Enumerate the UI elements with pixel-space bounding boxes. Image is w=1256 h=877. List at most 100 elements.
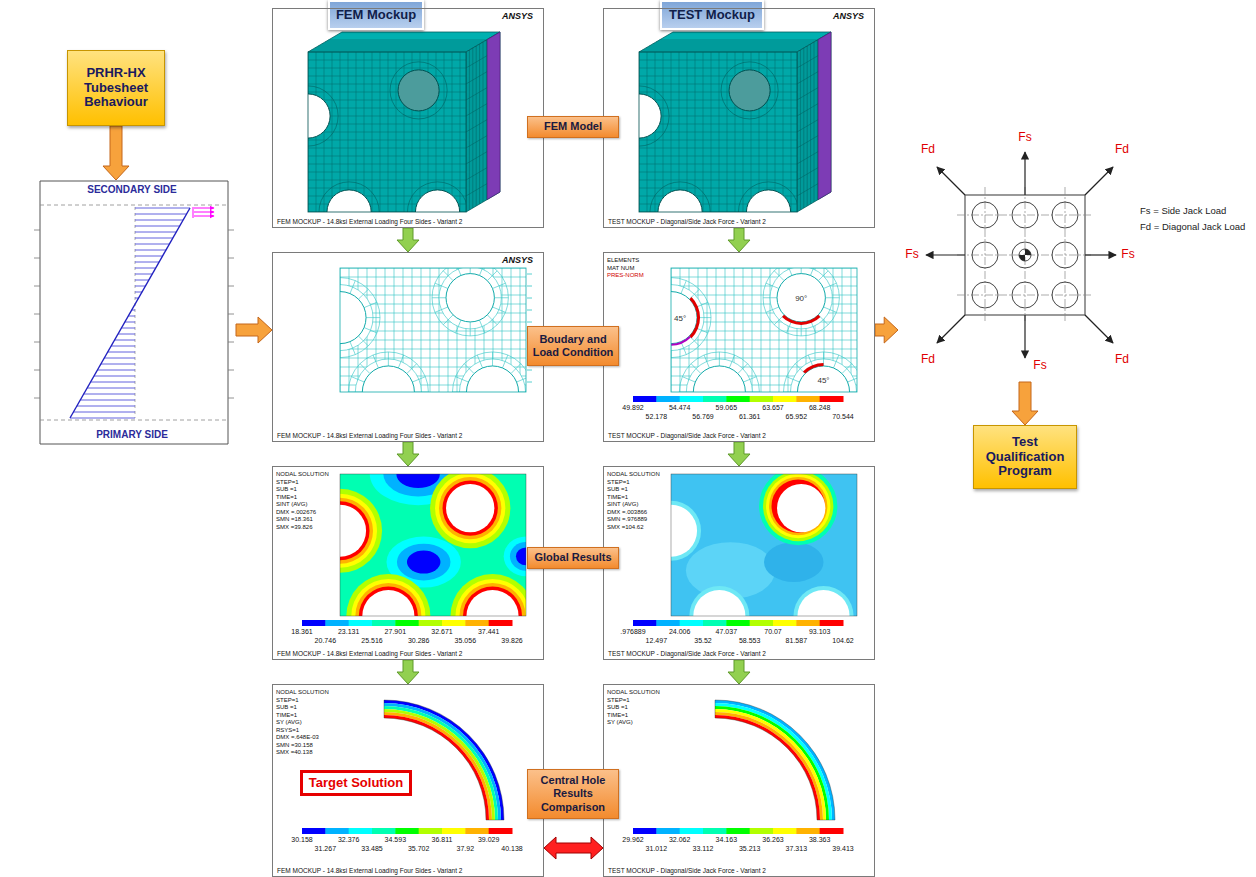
stress-profile-drawing: [118, 334, 135, 335]
stress-contour: [671, 501, 701, 561]
stress-profile-drawing: [228, 314, 234, 315]
fe-mesh: [527, 298, 532, 299]
mesh-block-3d: [308, 116, 466, 117]
stress-contour: [298, 443, 548, 658]
angle-label: 45°: [817, 376, 829, 385]
scale-value: 30.286: [408, 637, 429, 645]
force-label: Fd: [921, 143, 935, 156]
mesh-block-3d: [649, 46, 807, 47]
mesh-block-3d: [308, 132, 466, 133]
mesh-block-3d: [639, 180, 797, 181]
stress-contour: [759, 474, 837, 545]
scale-value: 39.413: [832, 845, 853, 853]
summary-box: PRHR-HX Tubesheet Behaviour: [67, 50, 165, 126]
flow-arrow: [397, 228, 419, 252]
plot-info: MAT NUM: [607, 265, 634, 272]
fe-mesh: [527, 310, 532, 311]
fe-mesh: [487, 271, 497, 281]
fe-mesh: [631, 260, 864, 432]
fe-mesh: [770, 268, 832, 329]
stress-profile-drawing: [97, 370, 135, 371]
mesh-block-3d: [797, 152, 818, 164]
scale-value: 20.746: [315, 637, 336, 645]
stress-profile-drawing: [91, 382, 135, 383]
plot-info: PRES-NORM: [607, 272, 644, 279]
fe-mesh: [494, 297, 508, 298]
fe-mesh: [671, 268, 857, 392]
mesh-block-3d: [407, 182, 466, 212]
color-scale: [773, 620, 797, 626]
fe-mesh: [456, 268, 461, 275]
color-scale: [656, 828, 680, 834]
plot-window: FEM MOCKUP - 14.8ksi External Loading Fo…: [272, 8, 544, 228]
mesh-block-3d: [639, 124, 797, 125]
stress-contour: [463, 586, 522, 616]
stress-contour: [351, 579, 425, 616]
mesh-block-3d: [308, 100, 466, 101]
hole-ring-plot: [384, 715, 489, 820]
stress-profile-drawing: [228, 181, 229, 444]
stress-contour: [355, 583, 421, 616]
flow-arrow: [728, 442, 750, 466]
fe-mesh: [492, 352, 493, 366]
fe-mesh: [358, 336, 368, 346]
stress-profile-drawing: [40, 181, 228, 182]
flow-arrow: [728, 660, 750, 684]
scale-value: 34.163: [716, 836, 737, 844]
fe-mesh: [729, 355, 734, 368]
mesh-block-3d: [818, 32, 831, 200]
angle-label: 90°: [795, 293, 807, 302]
mesh-block-3d: [639, 52, 797, 212]
stress-profile-drawing: [73, 412, 135, 413]
mesh-block-3d: [797, 104, 818, 116]
fe-mesh: [774, 271, 784, 281]
mesh-block-3d: [319, 182, 379, 212]
force-label: Fd: [921, 353, 935, 366]
plot-info: STEP=1: [276, 697, 299, 704]
stress-contour: [340, 494, 377, 568]
stress-contour: [443, 480, 498, 535]
scale-value: 32.671: [431, 628, 452, 636]
stress-contour: [435, 474, 505, 543]
plot-info: TIME=1: [276, 712, 297, 719]
plot-info: DMX =.648E-03: [276, 734, 319, 741]
fe-mesh: [502, 355, 507, 368]
scale-value: 52.178: [646, 413, 667, 421]
plot-info: SUB =1: [607, 486, 628, 493]
mesh-block-3d: [308, 164, 466, 165]
hole-ring-plot: [384, 706, 498, 820]
stress-contour: [450, 574, 526, 616]
plot-window: TEST MOCKUP - Diagonal/Side Jack Force -…: [603, 8, 875, 228]
force-label: Fs: [1018, 131, 1031, 144]
fe-mesh: [527, 382, 532, 383]
mesh-block-3d: [639, 164, 797, 165]
fe-mesh: [350, 342, 355, 355]
node-text: FEM Model: [532, 120, 614, 133]
mesh-block-3d: [639, 156, 797, 157]
jack-load-plate: [1012, 202, 1038, 228]
scale-value: 36.263: [762, 836, 783, 844]
scale-value: 35.213: [739, 845, 760, 853]
stress-profile-drawing: [40, 444, 228, 445]
color-scale: [750, 396, 774, 402]
color-scale: [302, 828, 326, 834]
mesh-block-3d: [797, 136, 818, 148]
color-scale: [633, 828, 657, 834]
hole-ring-plot: [715, 712, 823, 820]
plot-info: SMN =30.158: [276, 742, 313, 749]
fe-mesh: [833, 355, 838, 368]
color-scale: [726, 620, 750, 626]
mesh-block-3d: [308, 108, 466, 109]
scale-value: 35.056: [455, 637, 476, 645]
color-scale: [633, 396, 844, 402]
scale-value: 70.544: [832, 413, 853, 421]
plot-info: SMX =39.826: [276, 524, 313, 531]
mesh-block-3d: [308, 52, 466, 212]
color-scale: [372, 620, 396, 626]
step-label: Boudary and Load Condition: [527, 326, 619, 366]
fe-mesh: [671, 278, 711, 358]
jack-load-plate: [937, 315, 965, 343]
fe-mesh: [527, 274, 532, 275]
stress-profile-drawing: [135, 214, 187, 215]
plot-caption: FEM MOCKUP - 14.8ksi External Loading Fo…: [277, 650, 462, 657]
